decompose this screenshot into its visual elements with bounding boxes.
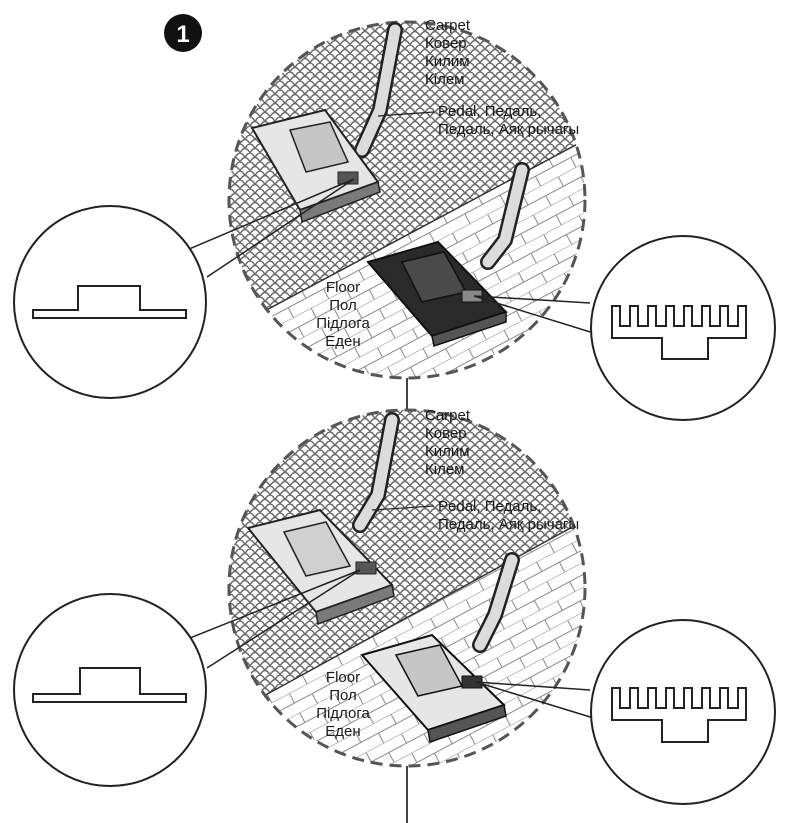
pedal-label-bottom-1: Педаль, Аяқ рычагы <box>438 516 579 533</box>
carpet-label-bottom-0: Carpet <box>425 407 471 424</box>
floor-label-top-3: Еден <box>325 333 360 350</box>
floor-label-bottom-2: Підлога <box>316 705 370 722</box>
detail-circle-bottom-right <box>590 619 776 805</box>
floor-label-top-2: Підлога <box>316 315 370 332</box>
carpet-label-top-1: Ковер <box>425 35 467 52</box>
carpet-label-bottom-1: Ковер <box>425 425 467 442</box>
carpet-label-top-2: Килим <box>425 53 470 70</box>
pedal-label-top-1: Педаль, Аяқ рычагы <box>438 121 579 138</box>
floor-label-bottom-0: Floor <box>326 669 360 686</box>
nozzle-profile-brush-bottom <box>611 687 747 743</box>
scene-circle-bottom <box>227 408 587 768</box>
pedal-bottom-carpet <box>355 561 377 575</box>
floor-label-bottom-1: Пол <box>329 687 357 704</box>
carpet-label-bottom-3: Кілем <box>425 461 464 478</box>
carpet-label-top-3: Кілем <box>425 71 464 88</box>
detail-circle-top-left <box>13 205 207 399</box>
carpet-label-bottom-2: Килим <box>425 443 470 460</box>
detail-circle-bottom-left <box>13 593 207 787</box>
nozzle-carpet-bottom <box>246 412 400 626</box>
nozzle-floor-top <box>366 162 530 347</box>
nozzle-profile-raised <box>32 285 187 319</box>
step-badge-circle <box>164 14 202 52</box>
detail-circle-top-right <box>590 235 776 421</box>
panel-top: Carpet Ковер Килим Кілем Pedal, Педаль, … <box>13 17 776 421</box>
pedal-label-bottom-0: Pedal, Педаль, <box>438 498 541 515</box>
nozzle-profile-flat <box>32 667 187 703</box>
scene-circle-top <box>227 20 587 380</box>
floor-label-top-0: Floor <box>326 279 360 296</box>
nozzle-profile-brush <box>611 305 747 360</box>
panel-bottom: Carpet Ковер Килим Кілем Pedal, Педаль, … <box>13 407 776 823</box>
nozzle-floor-bottom <box>360 552 520 743</box>
floor-label-top-1: Пол <box>329 297 357 314</box>
pedal-top-carpet <box>337 171 359 185</box>
carpet-label-top-0: Carpet <box>425 17 471 34</box>
nozzle-carpet-top <box>250 22 403 224</box>
floor-label-bottom-3: Еден <box>325 723 360 740</box>
pedal-label-top-0: Pedal, Педаль, <box>438 103 541 120</box>
step-badge: 1 <box>164 14 202 52</box>
step-number: 1 <box>176 21 189 48</box>
